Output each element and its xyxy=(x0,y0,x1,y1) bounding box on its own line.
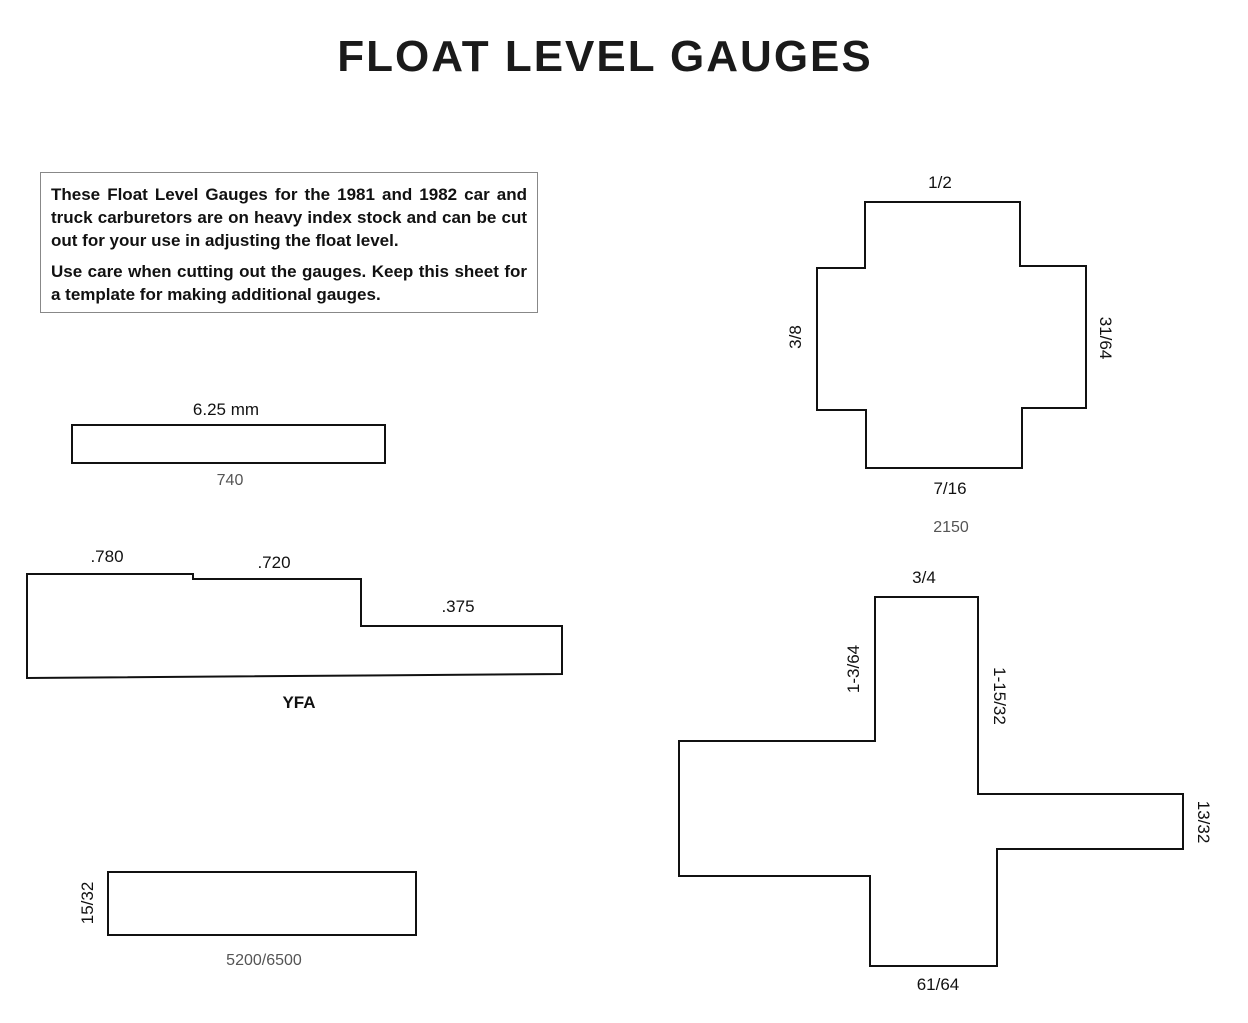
gauge-cross-outline xyxy=(678,596,1184,967)
gauge-5200-outline xyxy=(107,871,417,936)
gauge-2150: 1/2 3/8 31/64 7/16 2150 xyxy=(786,173,1115,536)
gauge-yfa-dim-1: .780 xyxy=(90,547,123,566)
gauge-yfa-dim-2: .720 xyxy=(257,553,290,572)
gauge-cross-right: 1-15/32 xyxy=(990,667,1009,725)
gauge-5200-model: 5200/6500 xyxy=(226,952,302,969)
gauge-cross-left: 1-3/64 xyxy=(844,645,863,693)
gauge-yfa-dim-3: .375 xyxy=(441,597,474,616)
gauge-740-model: 740 xyxy=(217,472,244,489)
gauge-2150-bottom: 7/16 xyxy=(933,479,966,498)
gauge-cross-top: 3/4 xyxy=(912,568,936,587)
gauge-740-outline xyxy=(71,424,386,464)
gauge-yfa-model: YFA xyxy=(282,693,315,712)
gauge-2150-outline xyxy=(816,201,1087,469)
gauge-2150-right: 31/64 xyxy=(1096,317,1115,360)
gauge-5200-6500: 15/32 5200/6500 xyxy=(78,871,417,969)
page-title: FLOAT LEVEL GAUGES xyxy=(337,32,873,81)
gauge-740: 6.25 mm 740 xyxy=(71,400,386,489)
gauge-yfa-outline xyxy=(26,573,563,680)
gauge-cross-far-right: 13/32 xyxy=(1194,801,1213,844)
gauge-2150-top: 1/2 xyxy=(928,173,952,192)
instructions-box: These Float Level Gauges for the 1981 an… xyxy=(40,172,538,313)
gauge-cross-bottom: 61/64 xyxy=(917,975,960,994)
gauge-cross: 3/4 1-3/64 1-15/32 13/32 61/64 xyxy=(678,568,1213,994)
instructions-paragraph-2: Use care when cutting out the gauges. Ke… xyxy=(51,262,527,304)
instructions-paragraph-1: These Float Level Gauges for the 1981 an… xyxy=(51,185,527,250)
gauge-5200-dimension: 15/32 xyxy=(78,882,97,925)
gauge-740-dimension: 6.25 mm xyxy=(193,400,259,419)
gauge-2150-left: 3/8 xyxy=(786,325,805,349)
gauge-yfa: .780 .720 .375 YFA xyxy=(26,547,563,712)
gauge-2150-model: 2150 xyxy=(933,519,969,536)
